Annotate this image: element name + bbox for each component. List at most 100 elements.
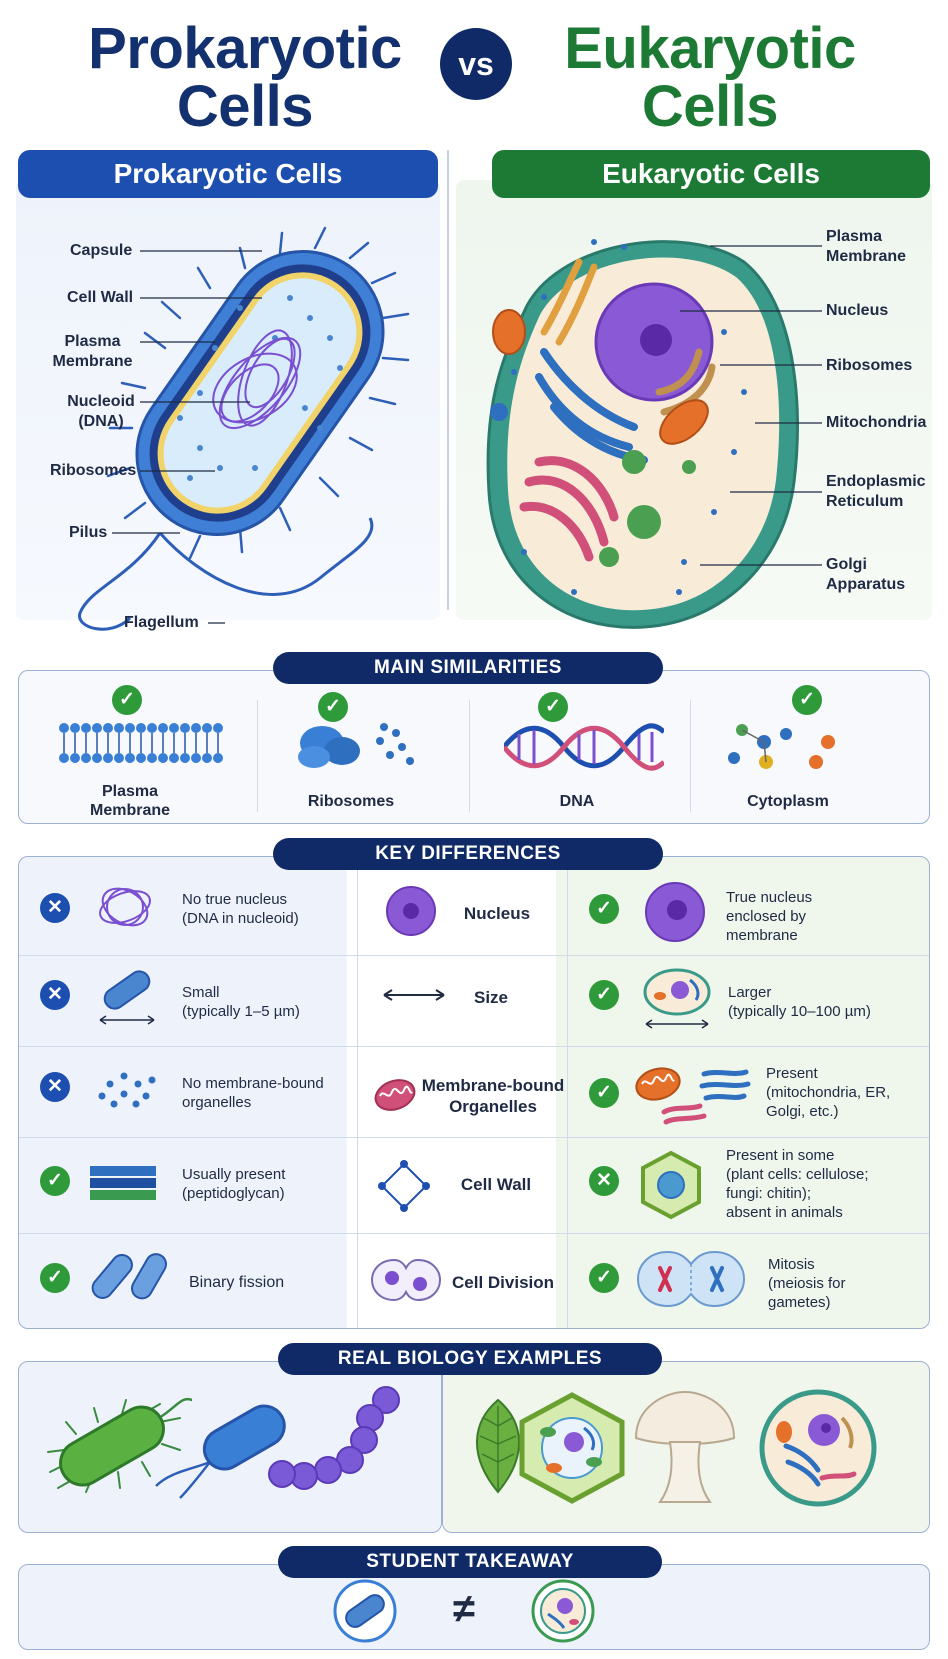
sim-divider-3 — [690, 700, 691, 812]
diff-row-divider-3 — [19, 1137, 929, 1138]
row3-left-line2: organelles — [182, 1094, 252, 1111]
lipid-head — [158, 723, 168, 733]
leaf-icon — [476, 1398, 520, 1494]
sim-membrane-line1: Plasma — [101, 783, 159, 800]
label-ribosomes-euk: Ribosomes — [826, 357, 913, 374]
title-right-line2: Cells — [641, 74, 779, 139]
title-block: Prokaryotic Cells vs Eukaryotic Cells — [0, 14, 948, 142]
label-golgi: Golgi Apparatus — [826, 555, 905, 595]
label-euk-plasma-line2: Membrane — [826, 248, 907, 265]
size-arrow-icon — [383, 989, 445, 1001]
sim-label-ribosomes: Ribosomes — [307, 793, 395, 810]
cell-division-icon — [370, 1258, 442, 1302]
row5-left-text: Binary fission — [189, 1274, 285, 1291]
large-cell-icon — [643, 968, 711, 1029]
sim-divider-2 — [469, 700, 470, 812]
differences-banner: KEY DIFFERENCES — [273, 838, 663, 870]
label-ribosomes-pro: Ribosomes — [50, 462, 137, 479]
lipid-head — [103, 753, 113, 763]
differences-box — [18, 856, 930, 1329]
title-right-line1: Eukaryotic — [564, 16, 856, 81]
true-nucleus-icon — [645, 882, 705, 942]
lipid-head — [125, 723, 135, 733]
not-equal-symbol: ≠ — [453, 1587, 475, 1631]
label-pilus: Pilus — [69, 524, 108, 541]
row3-left-cross: ✕ — [40, 1072, 70, 1102]
row5-mid-label: Cell Division — [451, 1273, 555, 1292]
mitochondrion-icon — [374, 1079, 416, 1111]
row3-right-text: Present (mitochondria, ER, Golgi, etc.) — [766, 1064, 890, 1121]
diff-col-divider-2 — [567, 857, 568, 1328]
ribosomes-icon — [298, 723, 414, 768]
row4-left-line1: Usually present — [182, 1166, 286, 1183]
row1-right-line2: enclosed by — [726, 908, 807, 925]
row2-right-line2: (typically 10–100 µm) — [728, 1003, 871, 1020]
nucleus-icon — [386, 886, 436, 936]
row4-mid-label: Cell Wall — [460, 1175, 532, 1194]
title-eukaryotic: Eukaryotic Cells — [520, 20, 900, 136]
eukaryote-leader-lines — [680, 245, 822, 566]
lipid-head — [202, 753, 212, 763]
row1-left-line1: No true nucleus — [182, 891, 288, 908]
row4-left-text: Usually present (peptidoglycan) — [182, 1165, 285, 1203]
lipid-head — [92, 753, 102, 763]
lipid-head — [158, 753, 168, 763]
lipid-head — [213, 753, 223, 763]
lipid-head — [114, 723, 124, 733]
sim-label-cytoplasm: Cytoplasm — [747, 793, 829, 810]
lipid-head — [136, 723, 146, 733]
row2-left-line1: Small — [182, 984, 220, 1001]
row5-right-text: Mitosis (meiosis for gametes) — [768, 1255, 846, 1312]
row1-mid-label: Nucleus — [463, 904, 531, 923]
prokaryote-leader-lines — [112, 250, 262, 624]
cell-wall-layers-icon — [90, 1166, 156, 1200]
takeaway-prokaryote-icon — [333, 1579, 397, 1643]
examples-banner: REAL BIOLOGY EXAMPLES — [278, 1343, 662, 1375]
row5-right-line3: gametes) — [768, 1294, 831, 1311]
bacillus-green-icon — [47, 1397, 192, 1493]
label-er-line1: Endoplasmic — [826, 473, 926, 490]
row4-left-check: ✓ — [40, 1166, 70, 1196]
sim-membrane-line2: Membrane — [89, 802, 171, 819]
mitosis-icon — [636, 1250, 746, 1308]
organelles-icon — [635, 1067, 751, 1125]
row1-left-line2: (DNA in nucleoid) — [182, 910, 299, 927]
label-golgi-line2: Apparatus — [826, 576, 906, 593]
label-plasma-line1: Plasma — [64, 333, 121, 350]
row4-right-cross: ✕ — [589, 1166, 619, 1196]
binary-fission-icon — [91, 1253, 167, 1300]
row4-right-line4: absent in animals — [726, 1204, 843, 1221]
label-cell-wall: Cell Wall — [67, 289, 134, 306]
lipid-head — [81, 753, 91, 763]
sim-check-ribosomes: ✓ — [318, 692, 348, 722]
row3-mid-line1: Membrane-bound — [421, 1076, 565, 1095]
label-er-line2: Reticulum — [826, 493, 904, 510]
lipid-head — [92, 723, 102, 733]
row4-left-line2: (peptidoglycan) — [182, 1185, 285, 1202]
row2-right-check: ✓ — [589, 980, 619, 1010]
lipid-head — [191, 753, 201, 763]
takeaway-eukaryote-icon — [531, 1579, 595, 1643]
lipid-head — [136, 753, 146, 763]
sim-check-dna: ✓ — [538, 692, 568, 722]
row1-right-line1: True nucleus — [726, 889, 813, 906]
lipid-head — [180, 723, 190, 733]
lipid-head — [213, 723, 223, 733]
cell-wall-diamond-icon — [378, 1160, 430, 1212]
row4-right-line3: fungi: chitin); — [726, 1185, 812, 1202]
row5-right-line1: Mitosis — [768, 1256, 815, 1273]
label-mitochondria: Mitochondria — [826, 414, 927, 431]
small-cell-icon — [99, 970, 155, 1025]
row5-right-check: ✓ — [589, 1263, 619, 1293]
row2-left-text: Small (typically 1–5 µm) — [182, 983, 300, 1021]
label-golgi-line1: Golgi — [826, 556, 867, 573]
row2-left-line2: (typically 1–5 µm) — [182, 1003, 300, 1020]
row3-mid-line2: Organelles — [449, 1097, 537, 1116]
lipid-head — [125, 753, 135, 763]
sim-check-cytoplasm: ✓ — [792, 685, 822, 715]
lipid-head — [202, 723, 212, 733]
plant-cell-example-icon — [519, 1392, 625, 1504]
lipid-head — [191, 723, 201, 733]
lipid-head — [180, 753, 190, 763]
takeaway-banner: STUDENT TAKEAWAY — [278, 1546, 662, 1578]
